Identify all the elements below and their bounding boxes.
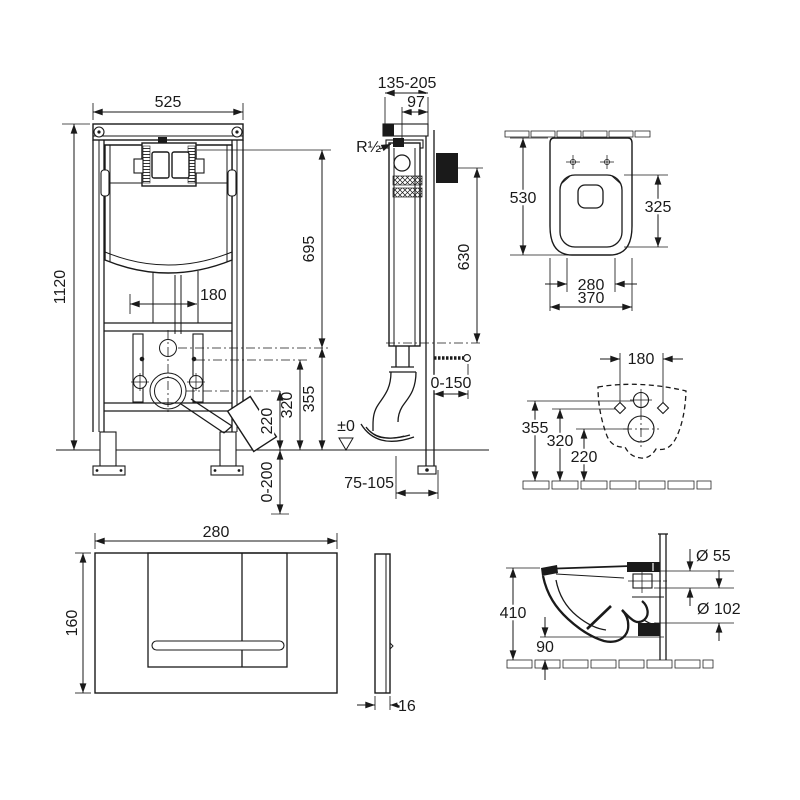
dim-seat-depth: 325 — [645, 199, 672, 216]
frame-front-view: 525 1120 695 355 320 220 0-200 180 — [50, 92, 489, 515]
outlet-bracket — [638, 623, 660, 636]
drain-elbow — [360, 346, 417, 442]
dim-fixing-height: 320 — [279, 392, 296, 419]
level-marker-icon — [338, 437, 354, 451]
pan-side-dimensions: 410 90 Ø 55 Ø 102 — [497, 546, 743, 680]
dim-frame-height: 1120 — [52, 270, 69, 305]
dim-bolt-spacing: 180 — [628, 351, 655, 368]
dim-pan-height: 410 — [500, 605, 527, 622]
dim-outlet-height: 220 — [259, 408, 276, 435]
cistern-tab-right — [227, 169, 237, 197]
dim-pan-width: 370 — [578, 290, 605, 307]
button-bar — [151, 640, 285, 651]
flush-plate-front-view: 280 160 — [62, 522, 338, 694]
side-view-dimensions: 135-205 97 R½ 630 0-150 ±0 75-105 — [335, 73, 483, 499]
pan-profile — [541, 562, 669, 643]
fixing-points-view: 180 355 320 220 — [519, 349, 712, 490]
dim-outlet-diameter: Ø 102 — [697, 601, 741, 618]
dim-pan-depth: 530 — [510, 190, 537, 207]
label-floor-level: ±0 — [337, 418, 355, 435]
water-connection-stub — [393, 138, 404, 147]
pan-outline — [549, 137, 633, 256]
hinge-marks — [566, 155, 614, 169]
dim-pipe-offset: 180 — [200, 287, 227, 304]
front-view-dimensions: 525 1120 695 355 320 220 0-200 180 — [50, 92, 331, 515]
floor-hatch-side — [506, 659, 714, 669]
frame-feet — [92, 431, 244, 476]
label-water-connection: R½ — [356, 139, 381, 156]
flush-plate-side-view: 16 — [357, 553, 418, 717]
wall-hatch — [504, 130, 651, 138]
seat-outline — [559, 174, 623, 248]
dim-outlet-offset: 75-105 — [344, 475, 394, 492]
outlet-sleeve — [226, 395, 278, 453]
fill-valve — [393, 154, 411, 172]
floor-hatch — [522, 480, 712, 490]
dim-frame-width: 525 — [155, 94, 182, 111]
dim-fix-inlet-height: 355 — [522, 420, 549, 437]
dim-depth: 97 — [407, 94, 425, 111]
bolt-hole-right — [656, 401, 670, 415]
threaded-rod — [434, 354, 471, 362]
frame-top-rail — [92, 123, 244, 141]
pan-top-view: 530 325 280 370 — [504, 130, 674, 311]
bolt-hole-left — [613, 401, 627, 415]
plate-outline — [94, 552, 338, 694]
dim-depth-range: 135-205 — [378, 75, 437, 92]
dim-rim-clearance: 90 — [536, 639, 554, 656]
plate-side-outline — [374, 553, 391, 694]
dim-plate-thickness: 16 — [398, 698, 416, 715]
concealed-cistern — [100, 144, 237, 274]
bowl-opening — [577, 184, 604, 209]
dim-rod-range: 0-150 — [431, 375, 472, 392]
cistern-tab-left — [100, 169, 110, 197]
button-panel — [147, 552, 288, 668]
dim-seat-width: 280 — [578, 277, 605, 294]
dim-flush-pipe-height: 695 — [301, 236, 318, 263]
dim-plate-height: 160 — [64, 610, 81, 637]
wall-anchor-block — [436, 153, 458, 183]
flush-actuation-box — [133, 137, 205, 187]
dim-inlet-diameter: Ø 55 — [696, 548, 731, 565]
frame-side-view: 135-205 97 R½ 630 0-150 ±0 75-105 — [335, 73, 483, 499]
pan-footprint-outline — [597, 383, 687, 459]
outlet-bend — [180, 395, 278, 453]
flush-pipe — [152, 271, 199, 334]
water-inlet-port — [159, 339, 177, 357]
fixing-dimensions: 180 355 320 220 — [519, 349, 683, 482]
dim-inlet-height: 355 — [301, 386, 318, 413]
pan-side-view: 410 90 Ø 55 Ø 102 — [497, 533, 743, 680]
pan-top-dimensions: 530 325 280 370 — [507, 137, 674, 311]
dim-fix-outlet-height: 220 — [571, 449, 598, 466]
dim-cistern-height: 630 — [456, 244, 473, 271]
dim-foot-adjust: 0-200 — [259, 461, 276, 502]
dim-plate-width: 280 — [203, 524, 230, 541]
dim-fix-bolt-height: 320 — [547, 433, 574, 450]
cistern-side — [385, 139, 424, 347]
